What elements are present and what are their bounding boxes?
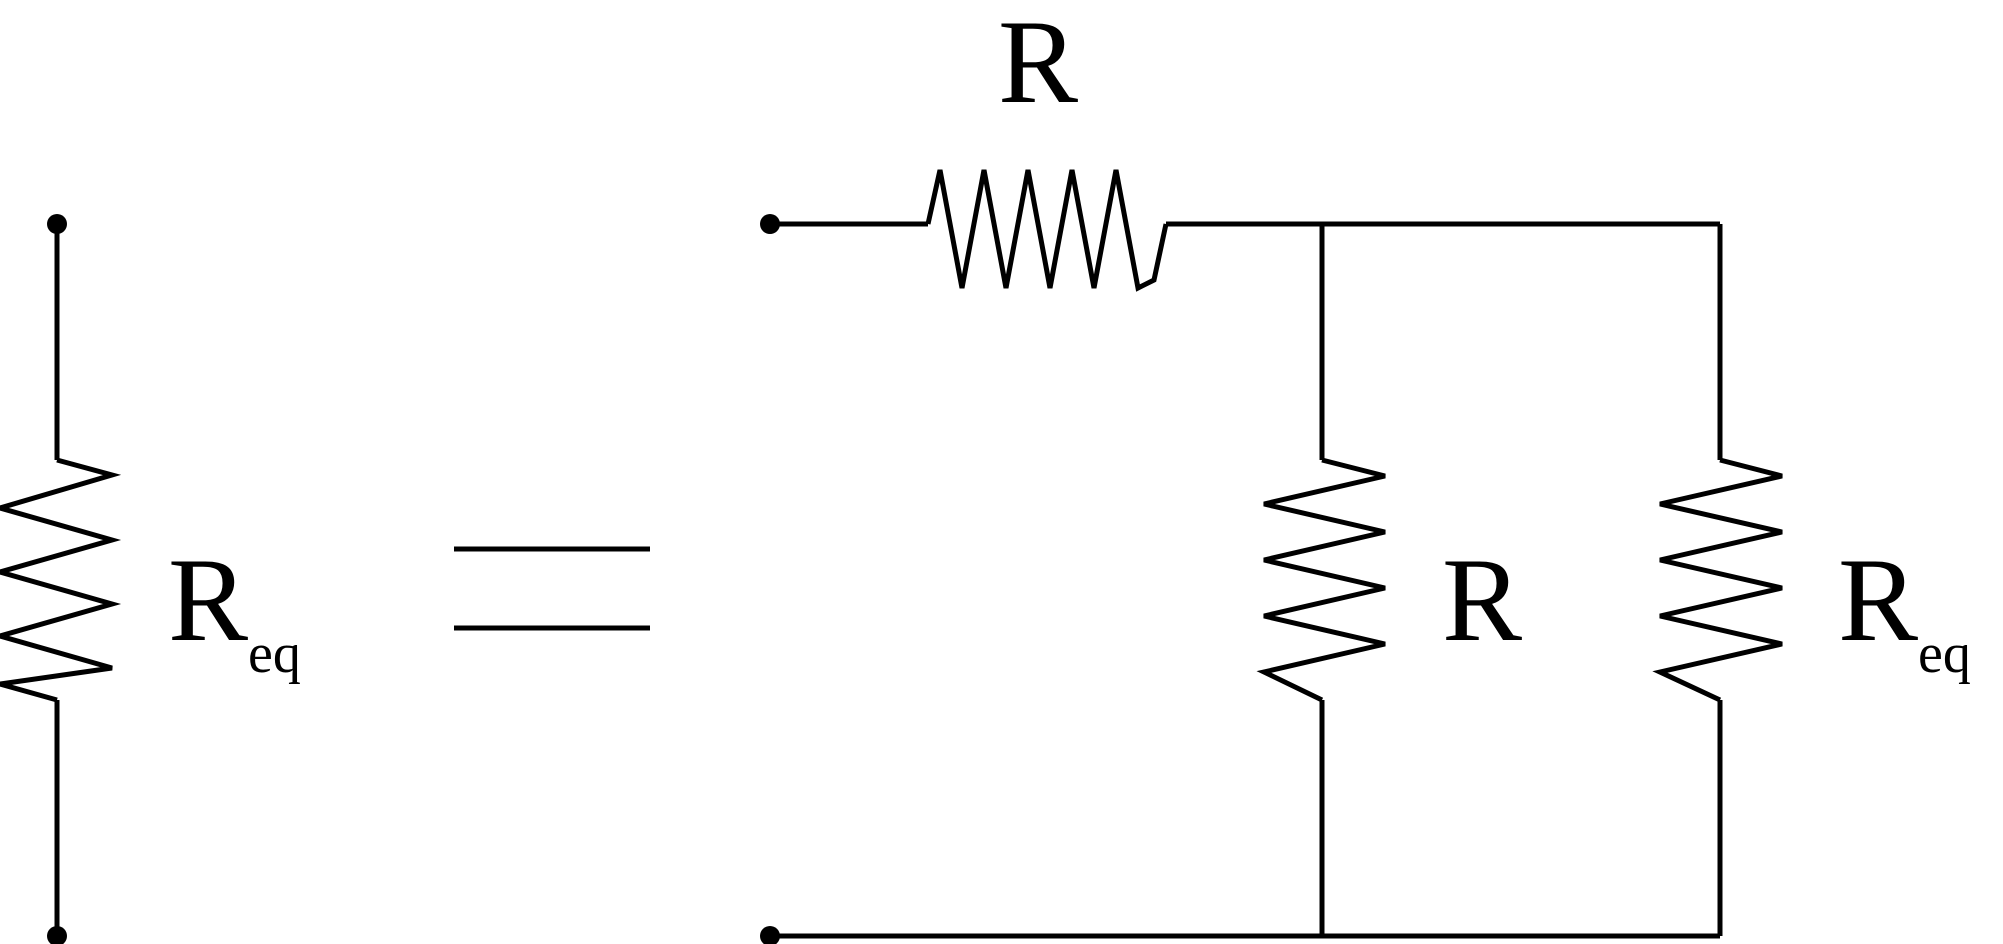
parallel-resistor-1 xyxy=(1256,457,1386,703)
right-circuit: R R Req xyxy=(760,0,1971,944)
left-req-resistor xyxy=(0,457,122,703)
parallel-resistor-2-subscript: eq xyxy=(1918,623,1971,685)
parallel-resistor-1-label: R xyxy=(1442,533,1522,666)
series-resistor-label: R xyxy=(998,0,1078,128)
left-req-symbol: R xyxy=(168,533,248,666)
parallel-resistor-2 xyxy=(1652,457,1783,703)
left-req-subscript: eq xyxy=(248,623,301,685)
series-resistor xyxy=(925,169,1169,292)
parallel-resistor-2-label: Req xyxy=(1838,533,1971,685)
parallel-resistor-2-symbol: R xyxy=(1838,533,1918,666)
left-bottom-terminal xyxy=(47,926,67,944)
left-req-label: Req xyxy=(168,533,301,685)
left-equivalent-circuit: Req xyxy=(0,214,301,944)
equals-sign: = xyxy=(454,546,650,631)
